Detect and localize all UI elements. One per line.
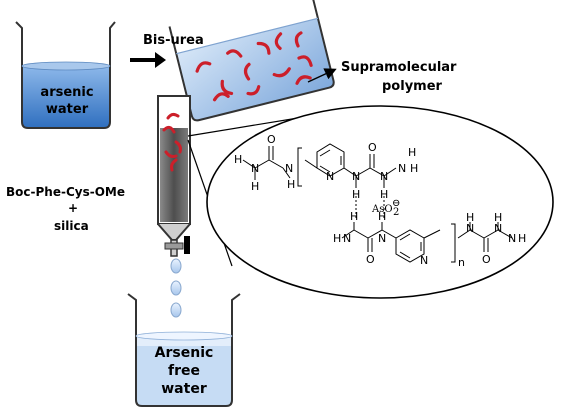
atom-h: H bbox=[378, 210, 386, 223]
atom-n: N bbox=[494, 222, 502, 235]
column-polymer-strands bbox=[162, 112, 182, 172]
silica-label: silica bbox=[54, 219, 89, 233]
boc-phe-cys-ome-label: Boc-Phe-Cys-OMe bbox=[6, 185, 125, 199]
atom-h: H bbox=[251, 180, 259, 193]
falling-droplets bbox=[170, 258, 182, 318]
atom-o: O bbox=[482, 253, 491, 266]
polymer-strands bbox=[195, 31, 313, 102]
atom-o: O bbox=[366, 253, 375, 266]
atom-labels: H H N O N H N N H O N H N H H AsO 2 ⊖ H … bbox=[234, 133, 526, 269]
arsenic-free-water-beaker bbox=[127, 293, 241, 407]
atom-o: O bbox=[267, 133, 276, 146]
atom-n: N bbox=[285, 162, 293, 175]
atom-n: N bbox=[352, 170, 360, 183]
polymer-label: polymer bbox=[382, 79, 442, 94]
atom-h: H bbox=[287, 178, 295, 191]
pouring-beaker bbox=[168, 0, 335, 122]
arsenic-word: Arsenic bbox=[154, 345, 214, 361]
atom-h: H bbox=[494, 211, 502, 224]
arsenite-label: AsO bbox=[371, 204, 393, 215]
atom-h: H bbox=[410, 162, 418, 175]
atom-n: N bbox=[466, 222, 474, 235]
water-word: water bbox=[45, 102, 89, 117]
stopcock-handle bbox=[184, 236, 190, 254]
chromatography-column bbox=[157, 95, 191, 257]
repeat-unit-n: n bbox=[458, 256, 465, 269]
bis-urea-label: Bis-urea bbox=[143, 33, 204, 48]
atom-h: H bbox=[350, 210, 358, 223]
atom-n: N bbox=[378, 232, 386, 245]
atom-n: N bbox=[251, 162, 259, 175]
atom-n: N bbox=[343, 232, 351, 245]
plus-sign: + bbox=[68, 201, 79, 215]
arsenite-charge: ⊖ bbox=[392, 198, 400, 209]
bis-urea-structure bbox=[242, 143, 513, 263]
zoom-line-top bbox=[187, 117, 299, 137]
atom-n: N bbox=[508, 232, 516, 245]
atom-n: N bbox=[326, 170, 334, 183]
atom-h: H bbox=[518, 232, 526, 245]
arsenic-water-beaker bbox=[15, 21, 116, 129]
supramolecular-label: Supramolecular bbox=[341, 60, 457, 75]
atom-n: N bbox=[380, 170, 388, 183]
atom-n: N bbox=[398, 162, 406, 175]
atom-h: H bbox=[466, 211, 474, 224]
atom-n: N bbox=[420, 254, 428, 267]
magnified-structure-ellipse bbox=[206, 105, 554, 299]
atom-h: H bbox=[408, 146, 416, 159]
atom-h: H bbox=[333, 232, 341, 245]
water-word: water bbox=[161, 381, 207, 397]
arsenite-subscript: 2 bbox=[393, 207, 399, 218]
arsenic-free-water-label: Arsenic free water bbox=[138, 344, 230, 398]
atom-h: H bbox=[380, 188, 388, 201]
atom-o: O bbox=[368, 141, 377, 154]
free-word: free bbox=[168, 363, 200, 379]
atom-h: H bbox=[234, 153, 242, 166]
flow-arrow-icon bbox=[130, 52, 166, 68]
pointer-arrow-supramolecular bbox=[307, 68, 337, 83]
arsenic-water-label: arsenic water bbox=[22, 84, 112, 118]
atom-h: H bbox=[352, 188, 360, 201]
column-stopcock bbox=[164, 242, 184, 250]
arsenic-word: arsenic bbox=[40, 85, 94, 100]
